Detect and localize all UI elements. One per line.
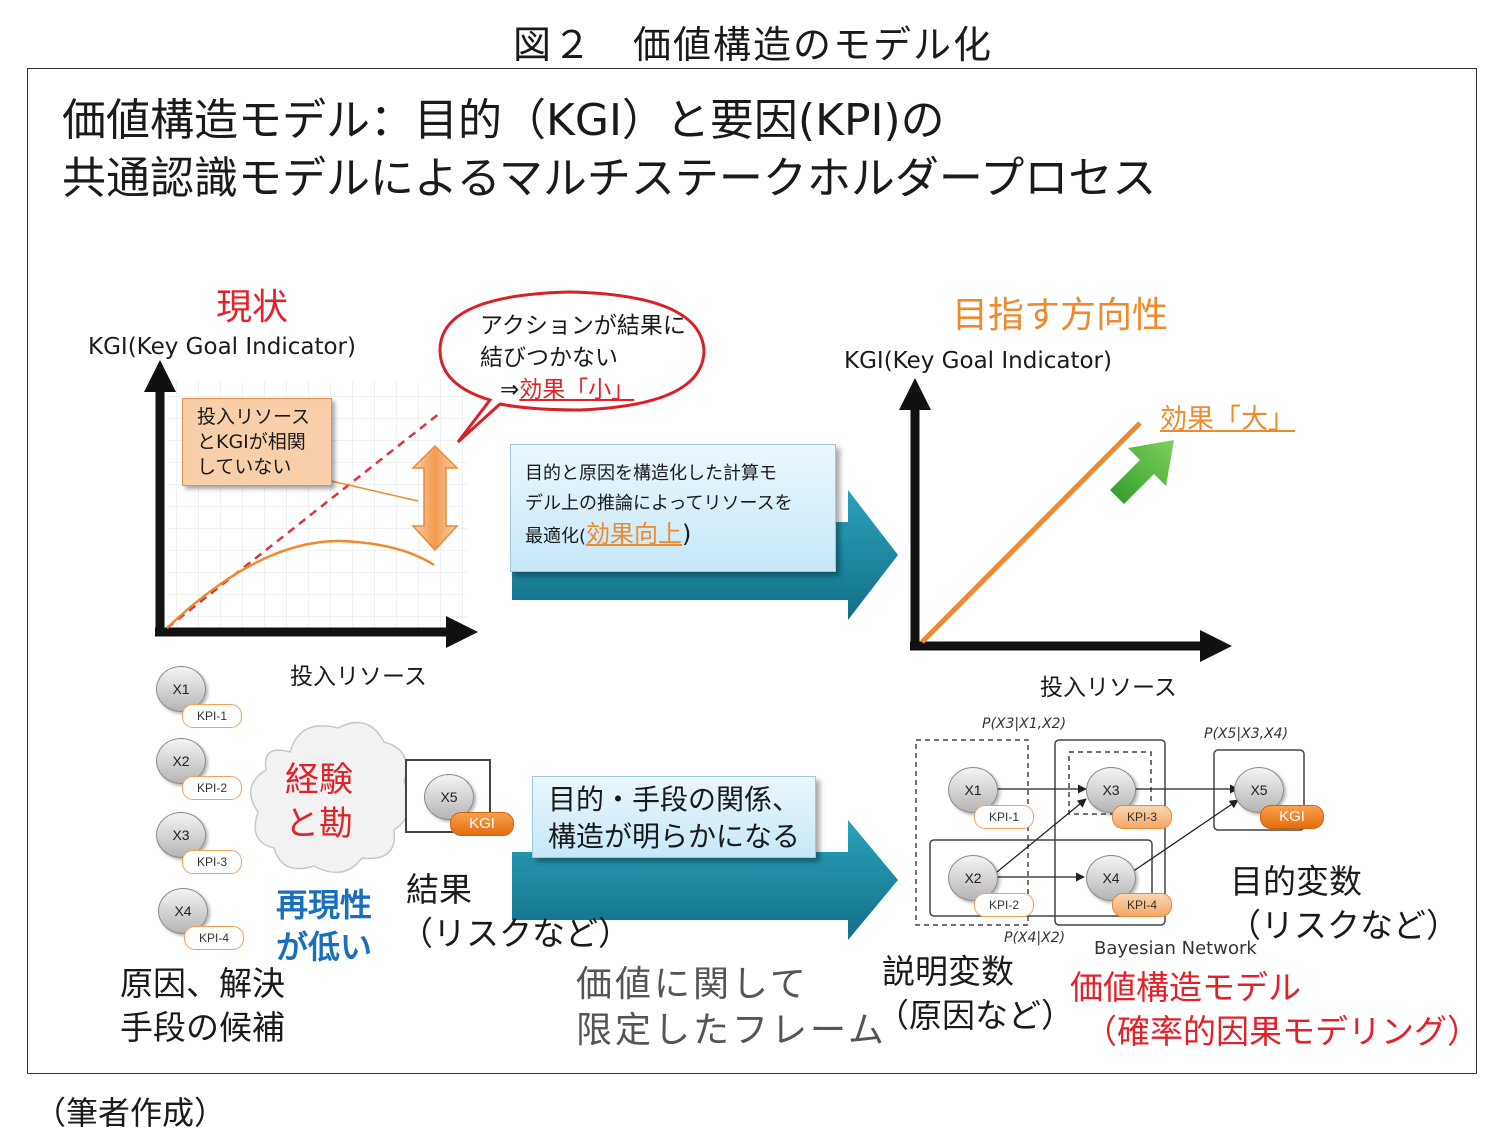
figure-frame (27, 68, 1477, 1074)
bubble-line-3: ⇒効果「小」 (480, 374, 686, 406)
bayes-node-x2-tag: KPI-2 (974, 893, 1034, 917)
source-note: （筆者作成） (34, 1094, 227, 1132)
relation-line-1: 目的・手段の関係、 (547, 783, 800, 816)
right-x-axis-label: 投入リソース (1040, 675, 1177, 701)
callout-line-1: 投入リソース (197, 406, 311, 428)
optimization-box: 目的と原因を構造化した計算モ デル上の推論によってリソースを 最適化(効果向上) (510, 444, 836, 572)
result-line-2: （リスクなど） (400, 914, 631, 953)
optimization-line-3: 最適化(効果向上) (525, 519, 821, 552)
left-chart-x-arrowhead (446, 616, 478, 648)
optimization-line-1: 目的と原因を構造化した計算モ (525, 463, 777, 484)
experience-intuition: 経験 と勘 (285, 758, 353, 846)
explanatory-line-1: 説明変数 (882, 952, 1014, 991)
left-x-axis-label: 投入リソース (290, 664, 427, 690)
callout-line-2: とKGIが相関 (197, 431, 306, 453)
cloud-line-2: と勘 (285, 804, 353, 844)
relation-line-2: 構造が明らかになる (547, 820, 800, 853)
current-state-label: 現状 (216, 287, 289, 328)
right-chart (899, 378, 1232, 662)
heading-line-1: 価値構造モデル：目的（KGI）と要因(KPI)の (62, 95, 945, 146)
cloud-shape (249, 721, 411, 874)
callout-leader-line (317, 477, 419, 502)
value-structure-model-label: 価値構造モデル （確率的因果モデリング） (1070, 966, 1480, 1054)
result-node-x5-tag: KGI (450, 812, 514, 836)
p-x4-label: P(X4|X2) (1004, 930, 1066, 946)
reproducibility-line-2: が低い (276, 928, 373, 966)
optimization-suffix: ) (682, 520, 692, 548)
bayes-node-x3-tag: KPI-3 (1112, 805, 1172, 829)
no-correlation-callout: 投入リソース とKGIが相関 していない (182, 398, 332, 486)
bayes-node-x4-tag: KPI-4 (1112, 893, 1172, 917)
left-chart-expected-line (166, 412, 441, 629)
bayes-edges (996, 784, 1239, 882)
limited-line-2: 限定したフレーム (576, 1010, 887, 1051)
right-y-axis-label: KGI(Key Goal Indicator) (844, 348, 1112, 374)
left-chart-y-arrowhead (144, 360, 176, 392)
right-chart-target-line (920, 421, 1142, 644)
relation-box: 目的・手段の関係、 構造が明らかになる (532, 776, 816, 858)
explanatory-variable-label: 説明変数 （原因など） (876, 950, 1074, 1038)
callout-line-3: していない (197, 456, 292, 478)
bubble-prefix: ⇒ (500, 377, 520, 403)
small-effect-label: 効果「小」 (519, 377, 635, 403)
left-chart (144, 360, 478, 648)
large-effect-label: 効果「大」 (1160, 404, 1295, 435)
left-node-x3-tag: KPI-3 (182, 850, 242, 874)
gap-double-arrow (411, 444, 459, 552)
left-chart-actual-curve (166, 539, 435, 629)
figure-title: 図２ 価値構造のモデル化 (512, 23, 993, 67)
bayesian-network-label: Bayesian Network (1094, 938, 1257, 959)
p-x3-label: P(X3|X1,X2) (982, 716, 1067, 732)
left-node-x4-tag: KPI-4 (184, 926, 244, 950)
causes-solutions-label: 原因、解決 手段の候補 (120, 962, 285, 1050)
explanatory-line-2: （原因など） (876, 996, 1074, 1035)
cloud-line-1: 経験 (285, 760, 353, 800)
bayes-node-x1-tag: KPI-1 (974, 805, 1034, 829)
causes-line-1: 原因、解決 (120, 964, 285, 1003)
objective-line-2: （リスクなど） (1228, 906, 1459, 945)
right-chart-x-arrowhead (1200, 630, 1232, 662)
reproducibility-line-1: 再現性 (276, 886, 373, 924)
limited-frame-label: 価値に関して 限定したフレーム (576, 962, 887, 1054)
green-up-arrow (1110, 440, 1174, 504)
limited-line-1: 価値に関して (576, 964, 809, 1005)
bayes-frames (915, 739, 1305, 926)
causes-line-2: 手段の候補 (120, 1008, 285, 1047)
heading-line-2: 共通認識モデルによるマルチステークホルダープロセス (62, 153, 1157, 204)
target-direction-label: 目指す方向性 (952, 295, 1169, 336)
value-model-line-2: （確率的因果モデリング） (1084, 1012, 1480, 1051)
main-heading: 価値構造モデル：目的（KGI）と要因(KPI)の 共通認識モデルによるマルチステ… (62, 92, 1362, 208)
left-node-x2-tag: KPI-2 (182, 776, 242, 800)
left-y-axis-label: KGI(Key Goal Indicator) (88, 334, 356, 360)
speech-bubble (438, 290, 706, 444)
optimization-prefix: 最適化( (525, 526, 587, 547)
left-node-x1-tag: KPI-1 (182, 704, 242, 728)
low-reproducibility: 再現性 が低い (276, 884, 372, 968)
bubble-text: アクションが結果に 結びつかない ⇒効果「小」 (480, 310, 686, 406)
result-label: 結果 （リスクなど） (400, 868, 631, 956)
value-model-line-1: 価値構造モデル (1070, 968, 1301, 1007)
objective-variable-label: 目的変数 （リスクなど） (1228, 860, 1459, 948)
bubble-line-1: アクションが結果に (480, 313, 686, 339)
objective-line-1: 目的変数 (1230, 862, 1362, 901)
optimization-line-2: デル上の推論によってリソースを (525, 493, 793, 514)
effect-up-label: 効果向上 (586, 520, 683, 548)
p-x5-label: P(X5|X3,X4) (1204, 726, 1289, 742)
bottom-teal-arrow (512, 820, 898, 940)
bayes-node-x5-tag: KGI (1260, 805, 1324, 829)
bubble-line-2: 結びつかない (480, 345, 618, 371)
result-line-1: 結果 (406, 870, 472, 909)
right-chart-y-arrowhead (899, 378, 931, 410)
